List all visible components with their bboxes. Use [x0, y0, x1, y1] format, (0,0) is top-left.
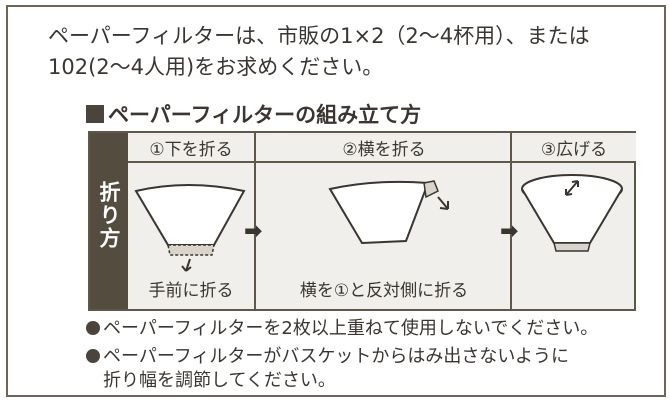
- note-2-continued: 折り幅を調節してください。: [103, 369, 336, 393]
- right-arrow-icon: ➡: [500, 219, 519, 244]
- instruction-frame: ペーパーフィルターは、市販の1×2（2〜4杯用）、または 102(2〜4人用)を…: [6, 5, 666, 397]
- step-2-column: ②横を折る 横を①と反対側に折る: [254, 133, 512, 309]
- folded-filter-side-illustration: [328, 180, 449, 245]
- note-1-text: ペーパーフィルターを2枚以上重ねて使用しないでください。: [103, 318, 599, 339]
- right-arrow-icon: ➡: [244, 219, 263, 244]
- folding-panel: 折り方 ①下を折る 手前に折る ②横を折る 横を①と反対側に折る ③広げる: [88, 131, 636, 311]
- section-title-text: ペーパーフィルターの組み立て方: [108, 103, 422, 127]
- intro-line-2: 102(2〜4人用)をお求めください。: [48, 55, 384, 79]
- side-label: 折り方: [97, 181, 121, 250]
- side-label-box: 折り方: [90, 133, 128, 309]
- note-2: ペーパーフィルターがバスケットからはみ出さないように: [86, 345, 569, 369]
- intro-text: ペーパーフィルターは、市販の1×2（2〜4杯用）、または 102(2〜4人用)を…: [48, 21, 658, 83]
- step-1-column: ①下を折る 手前に折る: [128, 133, 254, 309]
- opened-filter-illustration: [521, 174, 623, 252]
- square-bullet-icon: [86, 105, 104, 123]
- step-3-column: ③広げる: [510, 133, 636, 309]
- intro-line-1: ペーパーフィルターは、市販の1×2（2〜4杯用）、または: [48, 24, 590, 48]
- section-title: ペーパーフィルターの組み立て方: [86, 99, 421, 129]
- bullet-icon: [86, 321, 100, 335]
- step-1-caption: 手前に折る: [148, 281, 234, 301]
- note-2-text: ペーパーフィルターがバスケットからはみ出さないように: [103, 346, 570, 367]
- step-2-header: ②横を折る: [256, 133, 512, 163]
- note-1: ペーパーフィルターを2枚以上重ねて使用しないでください。: [86, 317, 598, 341]
- step-2-caption: 横を①と反対側に折る: [299, 281, 469, 301]
- step-1-header: ①下を折る: [128, 133, 254, 163]
- folded-filter-bottom-illustration: [134, 184, 246, 272]
- note-3-text: 折り幅を調節してください。: [103, 370, 336, 391]
- bullet-icon: [86, 349, 100, 363]
- step-3-header: ③広げる: [512, 133, 636, 163]
